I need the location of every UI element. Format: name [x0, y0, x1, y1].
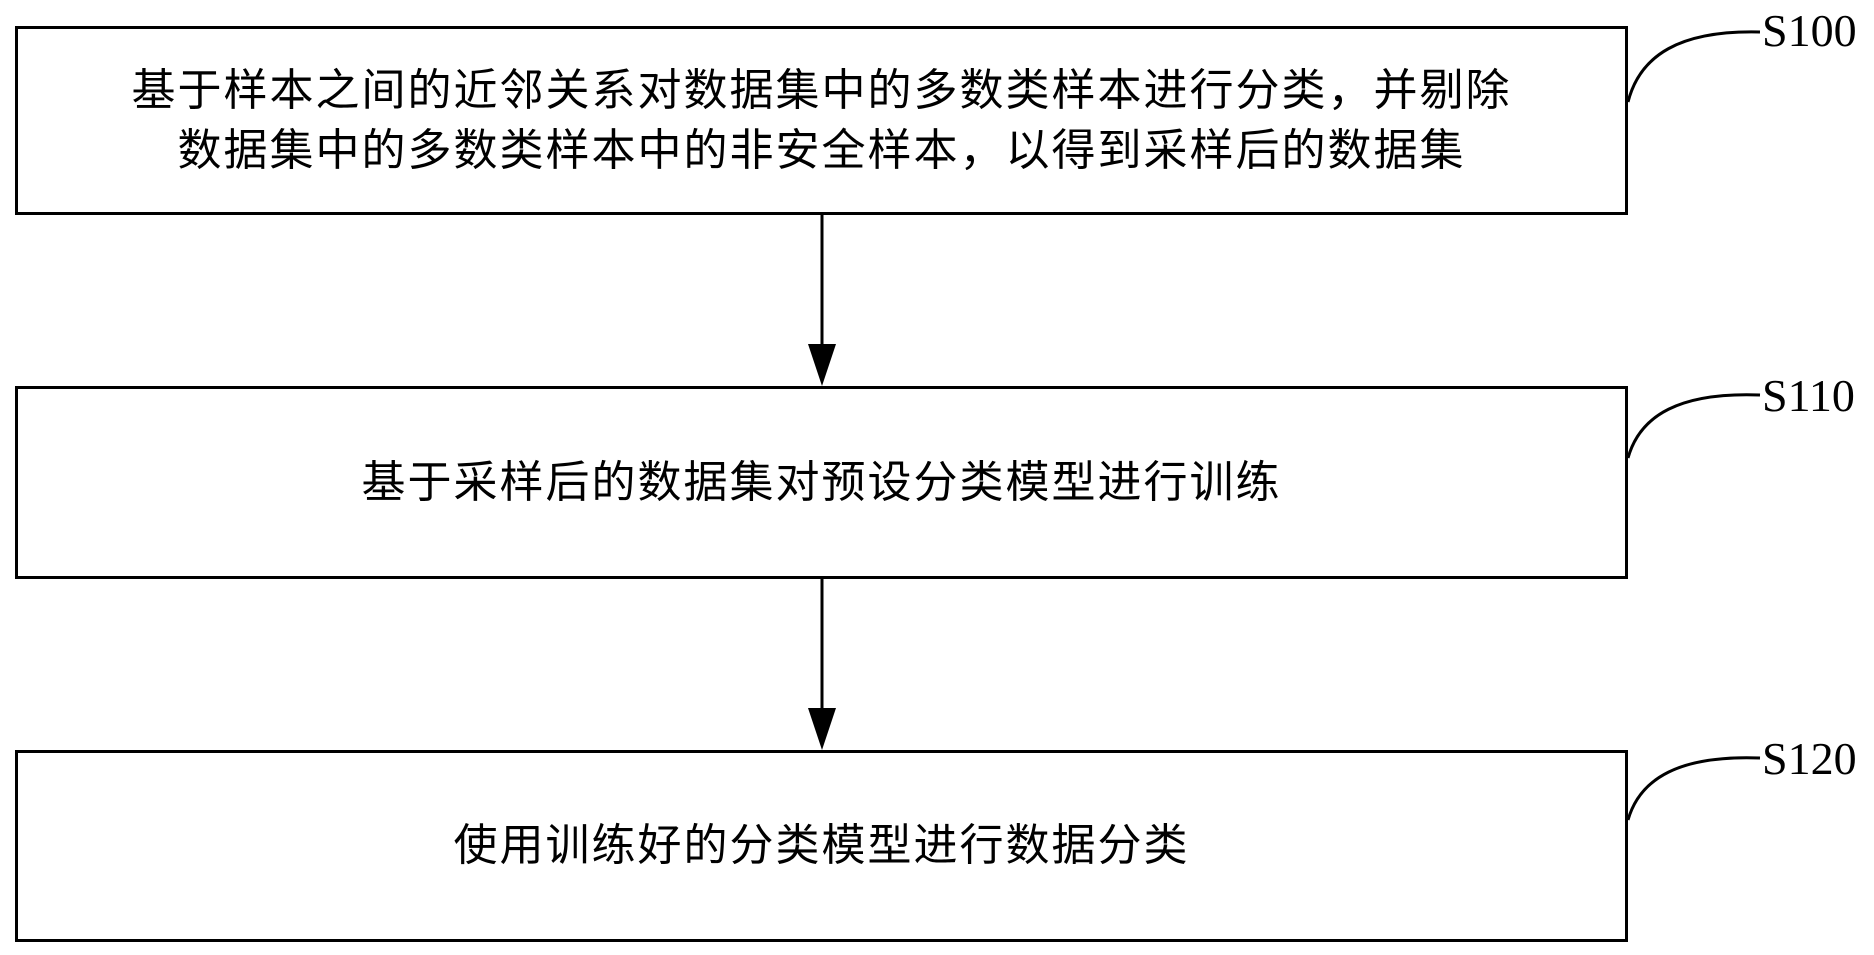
leader-line-s100 — [1626, 30, 1761, 103]
step-label-s120: S120 — [1762, 733, 1857, 784]
step-box-s100: 基于样本之间的近邻关系对数据集中的多数类样本进行分类，并剔除 数据集中的多数类样… — [15, 26, 1628, 215]
leader-line-s120 — [1626, 756, 1761, 821]
step-text-s100-line-1: 基于样本之间的近邻关系对数据集中的多数类样本进行分类，并剔除 — [131, 64, 1512, 116]
arrow-s110-to-s120 — [808, 578, 836, 750]
step-text-s110: 基于采样后的数据集对预设分类模型进行训练 — [362, 453, 1282, 513]
step-text-s120: 使用训练好的分类模型进行数据分类 — [454, 816, 1190, 876]
step-box-s110: 基于采样后的数据集对预设分类模型进行训练 — [15, 386, 1628, 579]
step-text-s100-line-2: 数据集中的多数类样本中的非安全样本，以得到采样后的数据集 — [177, 124, 1466, 176]
step-label-s100: S100 — [1762, 5, 1857, 56]
arrow-s100-to-s110 — [808, 214, 836, 386]
step-text-s120-line-1: 使用训练好的分类模型进行数据分类 — [453, 820, 1190, 871]
step-box-s120: 使用训练好的分类模型进行数据分类 — [15, 750, 1628, 942]
step-text-s100: 基于样本之间的近邻关系对数据集中的多数类样本进行分类，并剔除 数据集中的多数类样… — [132, 61, 1512, 181]
step-text-s110-line-1: 基于采样后的数据集对预设分类模型进行训练 — [361, 456, 1282, 508]
leader-line-s110 — [1626, 393, 1761, 459]
step-label-s110: S110 — [1762, 370, 1855, 421]
